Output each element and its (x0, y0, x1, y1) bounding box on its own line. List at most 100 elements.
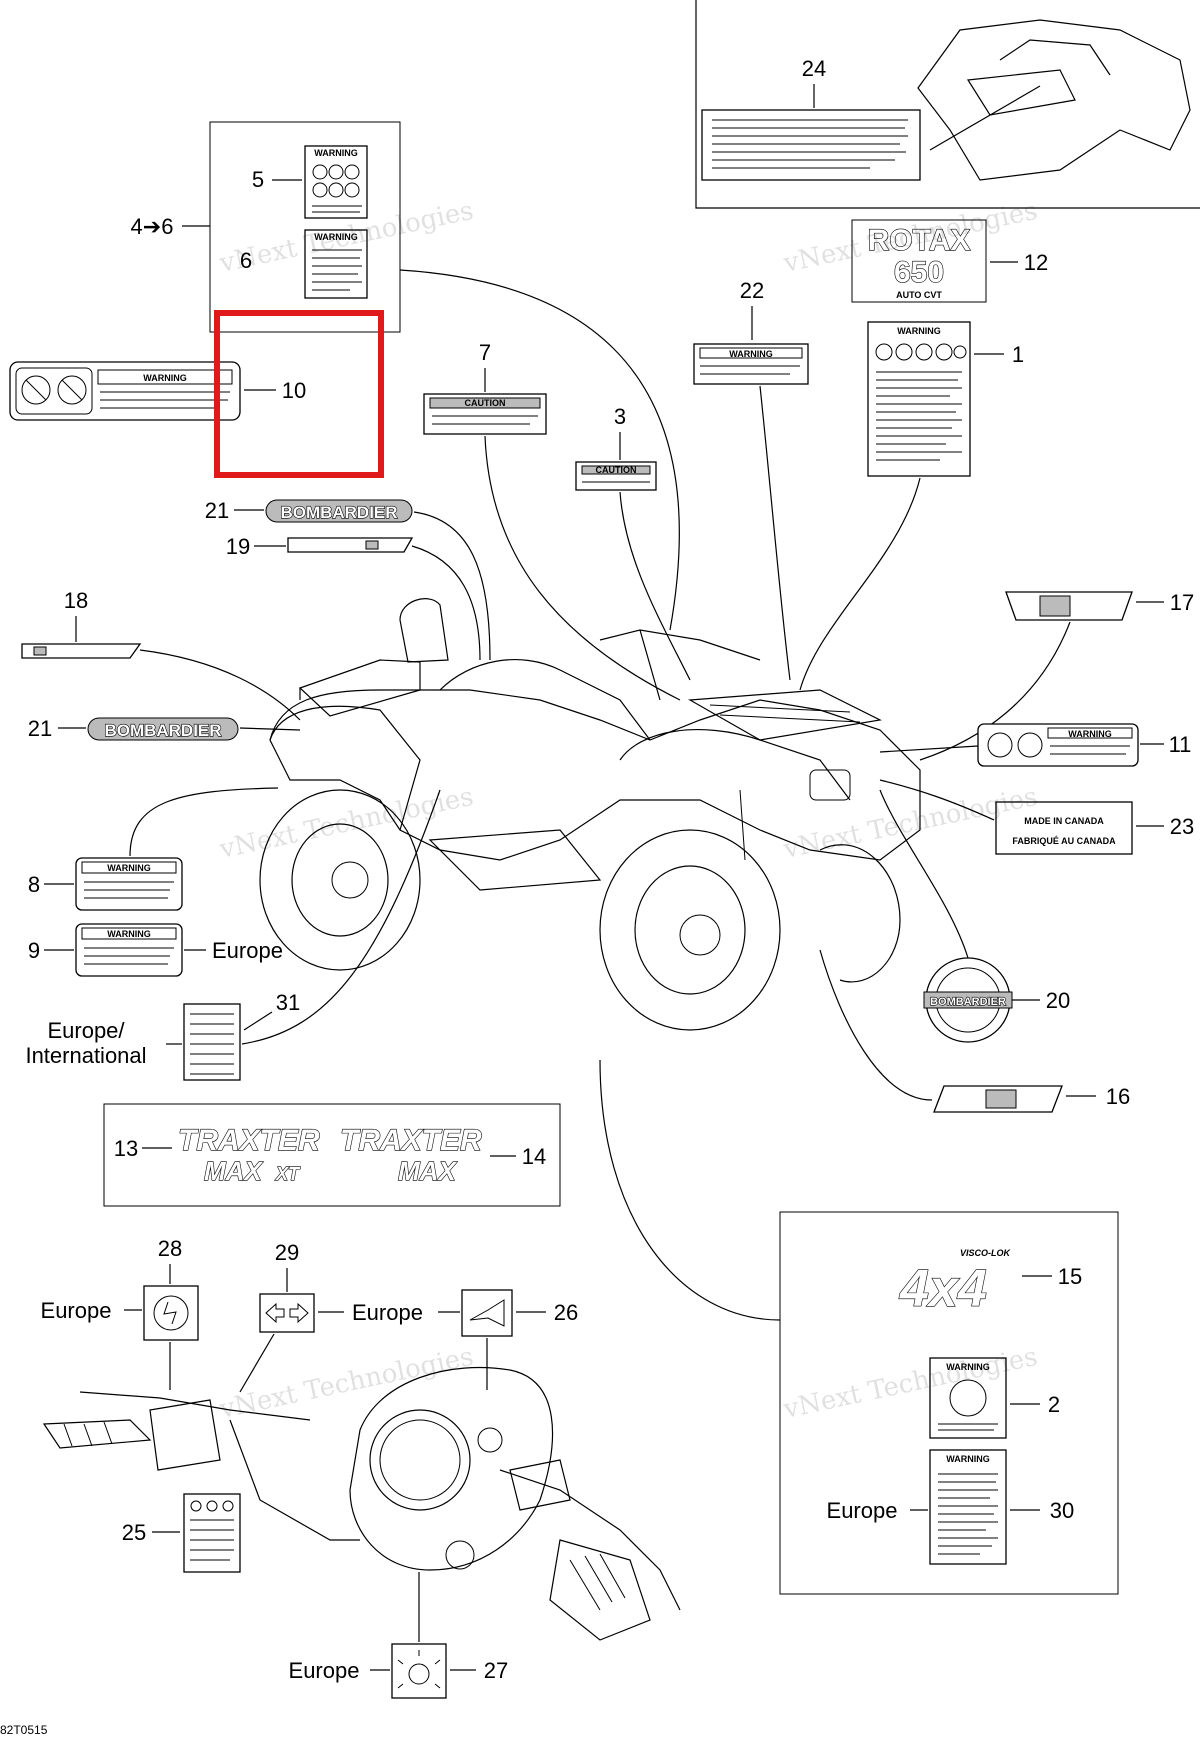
callout-11: 11 (1169, 732, 1192, 757)
svg-text:BOMBARDIER: BOMBARDIER (104, 721, 221, 740)
decal-15: VISCO-LOK 4x4 (898, 1248, 1012, 1319)
svg-text:FABRIQUÉ AU CANADA: FABRIQUÉ AU CANADA (1012, 836, 1116, 846)
label-europe-intl-1: Europe/ (47, 1018, 125, 1043)
svg-text:WARNING: WARNING (729, 349, 773, 359)
svg-text:XT: XT (275, 1164, 301, 1184)
callout-31: 31 (276, 990, 300, 1015)
decal-20: BOMBARDIER (923, 957, 1013, 1043)
decal-17 (1005, 591, 1133, 621)
callout-8: 8 (28, 872, 40, 897)
svg-text:MAX: MAX (398, 1156, 457, 1186)
label-europe-26: Europe (352, 1300, 423, 1325)
svg-text:VISCO-LOK: VISCO-LOK (960, 1248, 1012, 1258)
svg-text:TRAXTER: TRAXTER (178, 1124, 320, 1157)
callout-4-6: 4➔6 (131, 214, 174, 239)
svg-text:AUTO CVT: AUTO CVT (896, 290, 942, 300)
decal-30: WARNING (929, 1449, 1007, 1565)
decal-1: WARNING (867, 321, 971, 477)
svg-text:WARNING: WARNING (1068, 729, 1112, 739)
inset-box-4-6: WARNING 5 WARNING 6 4➔6 (131, 121, 680, 631)
svg-text:WARNING: WARNING (143, 373, 187, 383)
svg-text:vNext Technologies: vNext Technologies (216, 782, 476, 865)
svg-text:WARNING: WARNING (314, 148, 358, 158)
decal-21-side: BOMBARDIER (87, 717, 239, 741)
callout-2: 2 (1048, 1392, 1060, 1417)
callout-21-side: 21 (28, 716, 52, 741)
callout-9: 9 (28, 938, 40, 963)
callout-5: 5 (252, 167, 264, 192)
callout-27: 27 (484, 1658, 508, 1683)
atv-illustration (259, 598, 921, 1031)
callout-7: 7 (479, 340, 491, 365)
decal-8: WARNING (75, 857, 183, 911)
callout-16: 16 (1106, 1084, 1130, 1109)
callout-17: 17 (1170, 590, 1194, 615)
svg-text:WARNING: WARNING (314, 232, 358, 242)
callout-18: 18 (64, 588, 88, 613)
decal-9: WARNING (75, 923, 183, 977)
callout-28: 28 (158, 1236, 182, 1261)
decal-14: TRAXTER MAX (339, 1123, 482, 1186)
svg-text:WARNING: WARNING (107, 929, 151, 939)
decal-13: TRAXTER MAX XT (177, 1123, 320, 1186)
svg-text:CAUTION: CAUTION (465, 398, 506, 408)
pictogram-26 (461, 1289, 513, 1337)
pictogram-29 (259, 1293, 315, 1333)
decal-16 (933, 1085, 1063, 1113)
callout-23: 23 (1170, 814, 1194, 839)
callout-21-top: 21 (205, 498, 229, 523)
decal-7: CAUTION (423, 393, 547, 435)
decal-23: MADE IN CANADA FABRIQUÉ AU CANADA (995, 801, 1133, 855)
callout-13: 13 (114, 1136, 138, 1161)
callout-29: 29 (275, 1240, 299, 1265)
decal-18 (21, 643, 142, 659)
callout-22: 22 (740, 278, 764, 303)
pictogram-28 (143, 1285, 199, 1341)
svg-text:CAUTION: CAUTION (596, 465, 637, 475)
decal-21-top: BOMBARDIER (265, 499, 413, 523)
decal-6 (304, 229, 368, 299)
highlight-box (214, 310, 384, 478)
label-europe-30: Europe (827, 1498, 898, 1523)
label-europe-28: Europe (41, 1298, 112, 1323)
pictogram-27 (391, 1643, 447, 1699)
decal-12: ROTAX 650 AUTO CVT (851, 219, 987, 303)
decal-22: WARNING (693, 343, 809, 385)
svg-text:WARNING: WARNING (946, 1362, 990, 1372)
handlebar-illustration (42, 1366, 681, 1641)
decal-10: WARNING (9, 361, 241, 421)
figure-code: 82T0515 (0, 1723, 48, 1737)
callout-20: 20 (1046, 988, 1070, 1013)
svg-text:WARNING: WARNING (107, 863, 151, 873)
decal-19 (287, 537, 414, 553)
callout-15: 15 (1058, 1264, 1082, 1289)
callout-6: 6 (240, 248, 252, 273)
svg-text:MAX: MAX (204, 1156, 263, 1186)
svg-text:4x4: 4x4 (899, 1260, 987, 1318)
callout-1: 1 (1012, 342, 1024, 367)
decal-11: WARNING (977, 723, 1139, 767)
inset-box-13-14: TRAXTER MAX XT 13 TRAXTER MAX 14 (103, 1103, 561, 1207)
svg-text:650: 650 (894, 256, 944, 289)
svg-text:ROTAX: ROTAX (868, 224, 971, 257)
callout-19: 19 (226, 534, 250, 559)
inset-box-24: 24 (695, 0, 1200, 209)
callout-24: 24 (802, 56, 826, 81)
callout-30: 30 (1050, 1498, 1074, 1523)
decal-25 (183, 1493, 241, 1573)
callout-12: 12 (1024, 250, 1048, 275)
callout-14: 14 (522, 1144, 546, 1169)
decal-2: WARNING (929, 1357, 1007, 1439)
callout-10: 10 (282, 378, 306, 403)
svg-text:BOMBARDIER: BOMBARDIER (280, 503, 397, 522)
svg-text:BOMBARDIER: BOMBARDIER (930, 996, 1006, 1008)
decal-3: CAUTION (575, 461, 657, 491)
svg-text:WARNING: WARNING (946, 1454, 990, 1464)
decal-31 (183, 1003, 241, 1081)
label-europe-intl-2: International (25, 1043, 146, 1068)
label-europe-9: Europe (212, 938, 283, 963)
callout-26: 26 (554, 1300, 578, 1325)
label-europe-27: Europe (289, 1658, 360, 1683)
svg-text:TRAXTER: TRAXTER (340, 1124, 482, 1157)
